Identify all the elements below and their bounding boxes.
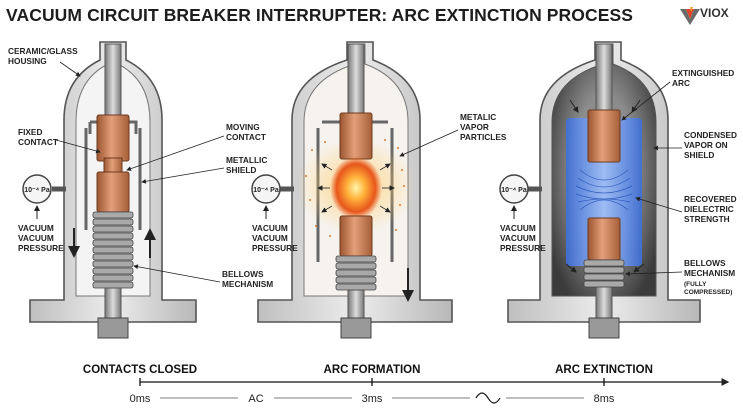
label-bellows: BELLOWS MECHANISM — [222, 269, 273, 289]
label-bellows-note: (FULLY COMPRESSED) — [684, 281, 732, 296]
label-recovered: RECOVERED DIELECTRIC STRENGTH — [684, 194, 739, 224]
label-vapor: METALIC VAPOR PARTICLES — [460, 112, 507, 142]
timeline-0ms: 0ms — [130, 393, 151, 405]
ac-wave-icon — [475, 392, 501, 404]
label-pressure: VACUUM VACUUM PRESSURE — [18, 223, 64, 253]
gauge-label: 10⁻⁴ Pa — [501, 187, 527, 194]
label-moving-contact: MOVING CONTACT — [226, 122, 266, 142]
timeline-8ms: 8ms — [594, 393, 615, 405]
gauge-label: 10⁻⁴ Pa — [253, 187, 279, 194]
label-bellows: BELLOWS MECHANISM — [684, 258, 735, 278]
timeline-3ms: 3ms — [362, 393, 383, 405]
stage-label-extinction: ARC EXTINCTION — [555, 364, 653, 376]
panel-arc-formation: 10⁻⁴ Pa METALIC VAPOR PARTICLES VACUUM V… — [251, 41, 507, 376]
brand-name: VIOX — [700, 6, 729, 20]
stage-label-closed: CONTACTS CLOSED — [83, 364, 197, 376]
label-pressure: VACUUM VACUUM PRESSURE — [252, 223, 298, 253]
label-metallic-shield: METALLIC SHIELD — [226, 155, 270, 175]
page-title: VACUUM CIRCUIT BREAKER INTERRUPTER: ARC … — [6, 5, 634, 25]
stage-label-arc: ARC FORMATION — [324, 364, 421, 376]
gauge-label: 10⁻⁴ Pa — [24, 187, 50, 194]
label-fixed-contact: FIXED CONTACT — [18, 127, 58, 147]
label-extinguished: EXTINGUISHED ARC — [672, 68, 737, 88]
label-condensed: CONDENSED VAPOR ON SHIELD — [684, 130, 739, 160]
timeline-ac: AC — [248, 393, 263, 405]
label-pressure: VACUUM VACUUM PRESSURE — [500, 223, 546, 253]
panel-arc-extinction: 10⁻⁴ Pa EXTINGUISHED ARC CONDENSED VAPOR… — [499, 41, 739, 376]
viox-logo-icon — [680, 7, 700, 25]
timeline: 0ms AC 3ms 8ms — [130, 378, 730, 405]
label-housing: CERAMIC/GLASS HOUSING — [8, 46, 80, 66]
panel-contacts-closed: 10⁻⁴ Pa CERAMIC/GLASS HOUSING FIXED CONT… — [8, 41, 273, 376]
